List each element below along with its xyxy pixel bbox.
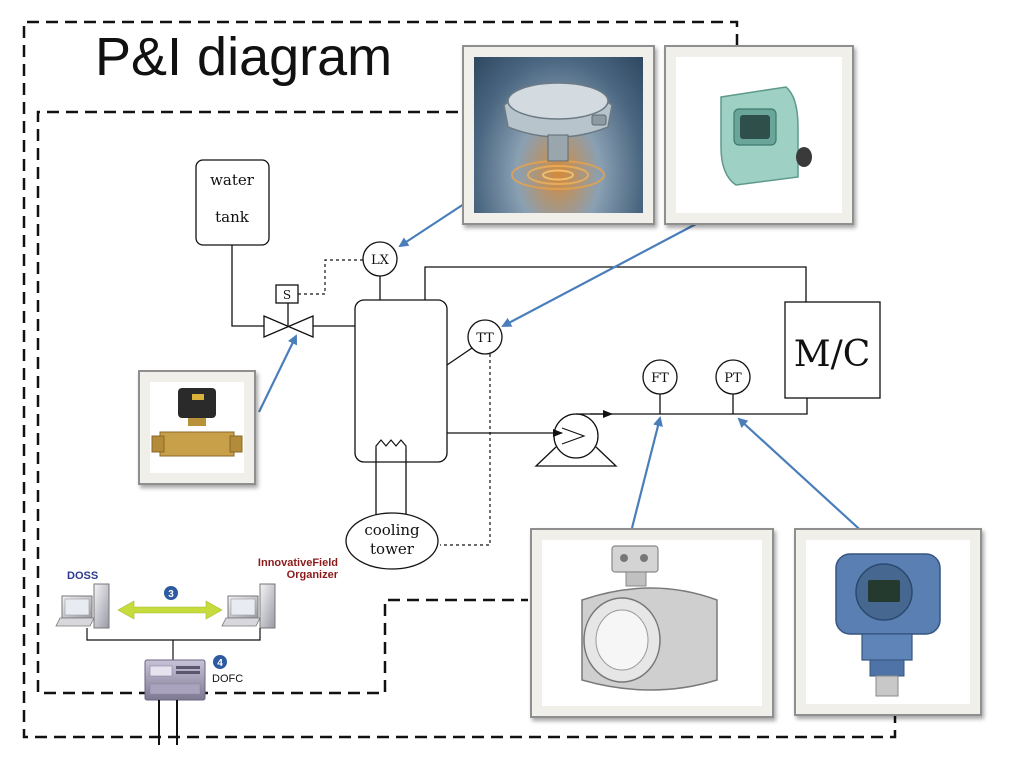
pump-base: [534, 446, 618, 467]
control-valve: [263, 315, 314, 338]
level-sensor-photo: [474, 57, 643, 213]
cooling-tower: [345, 512, 439, 570]
pressure-transmitter-label: PT: [724, 371, 742, 386]
organizer-computer-icon: [221, 583, 276, 629]
solenoid-valve-image: [151, 388, 243, 457]
solenoid-valve-photo-frame: [138, 370, 256, 485]
cooling-tower-label-2: tower: [370, 540, 415, 558]
level-sensor-image: [503, 82, 613, 190]
arrow-level-sensor-to-lx: [398, 201, 468, 248]
flowmeter-photo-frame: [530, 528, 774, 718]
machine: [784, 301, 881, 399]
organizer-label: InnovativeField Organizer: [188, 557, 338, 581]
pressure-transmitter-photo-frame: [794, 528, 982, 716]
dofc-badge-number: 4: [217, 658, 223, 669]
organizer-label-line-2: Organizer: [286, 569, 338, 581]
level-sensor-photo-frame: [462, 45, 655, 225]
pressure-transmitter-photo: [806, 540, 970, 704]
tt-connector: [446, 347, 473, 366]
pipe-tank-to-valve: [231, 245, 264, 327]
network-bus: [86, 628, 261, 641]
link-badge: [164, 586, 178, 600]
temperature-transmitter-label: TT: [476, 331, 494, 346]
arrow-flowmeter-to-ft: [630, 416, 663, 529]
flow-transmitter-label: FT: [651, 371, 669, 386]
level-transmitter-label: LX: [371, 253, 390, 268]
flowmeter-image: [581, 545, 718, 691]
machine-label: M/C: [794, 334, 871, 375]
temperature-sensor-image: [720, 86, 812, 186]
dofc-device-icon: [144, 659, 206, 701]
temperature-sensor-photo: [676, 57, 842, 213]
temperature-transmitter: [467, 319, 503, 355]
solenoid-valve-photo: [150, 382, 244, 473]
arrow-pressure-to-pt: [737, 417, 869, 538]
cooling-coil: [375, 439, 407, 449]
temperature-sensor-photo-frame: [664, 45, 854, 225]
pipe-vessel-to-machine: [424, 266, 807, 302]
cooling-tower-label-1: cooling: [364, 521, 420, 539]
pressure-transmitter-image: [835, 553, 941, 697]
link-badge-number: 3: [168, 589, 174, 600]
inner-dashed-boundary: [36, 110, 528, 695]
water-tank-label-1: water: [210, 171, 255, 189]
pump: [553, 413, 599, 459]
pump-inner-mark: [561, 427, 586, 445]
doss-label: DOSS: [67, 570, 99, 582]
arrow-valve-photo-to-valve: [258, 334, 297, 413]
vessel: [354, 299, 448, 463]
outer-dashed-boundary: [22, 20, 897, 739]
pipe-pump-to-machine: [576, 398, 808, 415]
solenoid-label: S: [283, 288, 291, 302]
flowmeter-photo: [542, 540, 762, 706]
page-title: P&I diagram: [95, 27, 393, 87]
doss-computer-icon: [55, 583, 110, 629]
dofc-badge: [213, 655, 227, 669]
link-double-arrow: [117, 600, 223, 620]
water-tank-label-2: tank: [215, 208, 250, 226]
organizer-label-line-1: InnovativeField: [257, 557, 338, 569]
signal-line-lx: [298, 259, 366, 295]
signal-line-tt: [440, 354, 491, 546]
dofc-label: DOFC: [212, 673, 244, 685]
arrow-temp-sensor-to-tt: [501, 223, 697, 327]
